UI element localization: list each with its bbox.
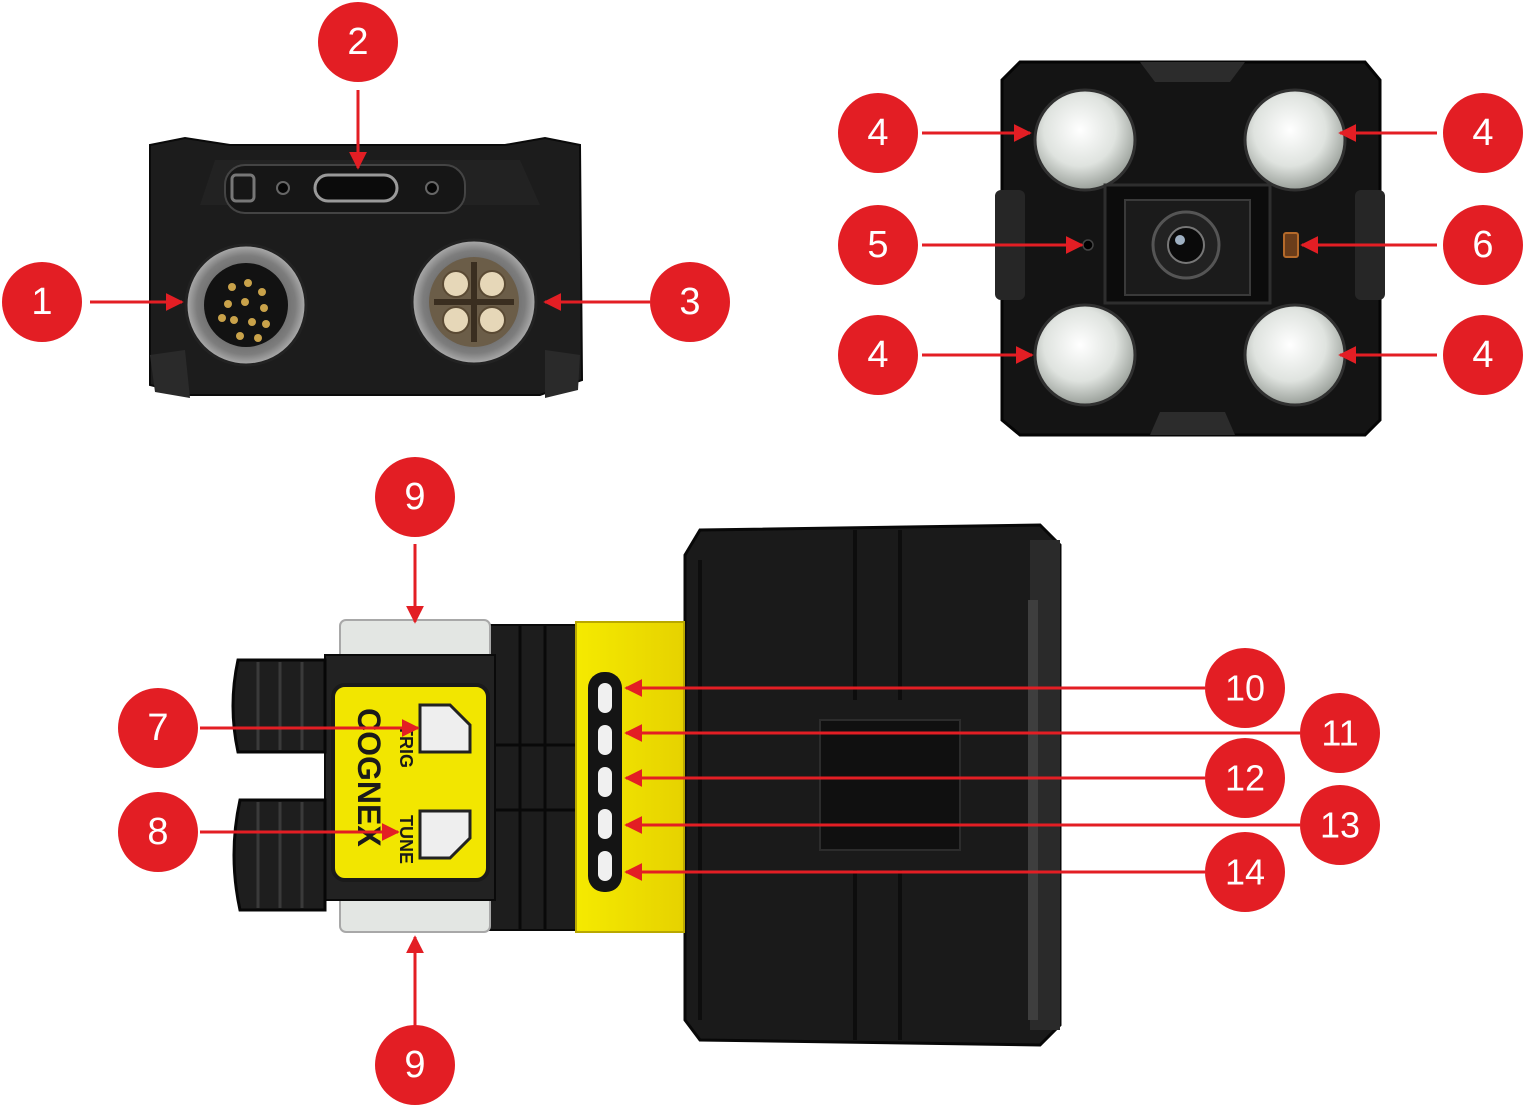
light-sensor-icon <box>1082 239 1094 251</box>
svg-text:6: 6 <box>1472 224 1493 266</box>
svg-text:8: 8 <box>147 811 168 853</box>
illumination-led-bottom-right <box>1243 303 1347 407</box>
tune-label: TUNE <box>396 815 416 864</box>
svg-text:9: 9 <box>404 1044 425 1086</box>
usb-c-port-icon <box>313 173 399 203</box>
svg-text:1: 1 <box>31 281 52 323</box>
callout-10: 10 <box>1205 648 1285 728</box>
callout-4-bottom-left: 4 <box>838 315 918 395</box>
leader-lines <box>90 90 1437 1035</box>
device-top-view: TRIG TUNE COGNEX <box>231 523 1062 1047</box>
svg-text:13: 13 <box>1320 805 1360 846</box>
svg-text:12: 12 <box>1225 758 1265 799</box>
callout-4-top-left: 4 <box>838 93 918 173</box>
svg-text:4: 4 <box>1472 112 1493 154</box>
network-led <box>598 809 612 839</box>
housing-center-recess <box>819 719 961 851</box>
callout-8: 8 <box>118 792 198 872</box>
tune-button[interactable] <box>418 809 472 860</box>
front-lens-view <box>995 60 1385 437</box>
connector-end-view <box>149 136 584 398</box>
brand-logo-text: COGNEX <box>351 708 387 847</box>
callout-7: 7 <box>118 688 198 768</box>
illumination-led-bottom-left <box>1033 303 1137 407</box>
error-led <box>598 851 612 881</box>
svg-text:4: 4 <box>1472 334 1493 376</box>
callout-5: 5 <box>838 205 918 285</box>
screw-right-icon <box>425 181 439 195</box>
callout-14: 14 <box>1205 832 1285 912</box>
svg-text:10: 10 <box>1225 668 1265 709</box>
svg-text:9: 9 <box>404 476 425 518</box>
svg-text:2: 2 <box>347 21 368 63</box>
port-cover-tab-icon <box>230 173 256 203</box>
illumination-led-top-left <box>1033 88 1137 192</box>
callout-4-top-right: 4 <box>1443 93 1523 173</box>
illumination-led-top-right <box>1243 88 1347 192</box>
svg-text:7: 7 <box>147 707 168 749</box>
svg-text:5: 5 <box>867 224 888 266</box>
callout-4-bottom-right: 4 <box>1443 315 1523 395</box>
callout-9-top: 9 <box>375 457 455 537</box>
svg-text:4: 4 <box>867 334 888 376</box>
callout-12: 12 <box>1205 738 1285 818</box>
trigger-led <box>598 725 612 755</box>
trigger-button[interactable] <box>418 703 472 754</box>
connector-foot-left <box>150 350 190 398</box>
svg-text:11: 11 <box>1321 713 1358 754</box>
trig-label: TRIG <box>396 725 416 768</box>
callout-2: 2 <box>318 2 398 82</box>
aimer-led-icon <box>1283 232 1299 258</box>
connector-foot-right <box>545 350 580 398</box>
callout-9-bottom: 9 <box>375 1025 455 1105</box>
screw-left-icon <box>276 181 290 195</box>
ethernet-pins-icon <box>442 270 506 334</box>
connector-pins-icon <box>218 279 270 342</box>
svg-text:3: 3 <box>679 281 700 323</box>
power-led <box>598 683 612 713</box>
callout-13: 13 <box>1300 785 1380 865</box>
callout-3: 3 <box>650 262 730 342</box>
callout-6: 6 <box>1443 205 1523 285</box>
callout-11: 11 <box>1300 693 1380 773</box>
good-bad-read-led <box>598 767 612 797</box>
callout-1: 1 <box>2 262 82 342</box>
svg-text:14: 14 <box>1225 852 1265 893</box>
svg-text:4: 4 <box>867 112 888 154</box>
